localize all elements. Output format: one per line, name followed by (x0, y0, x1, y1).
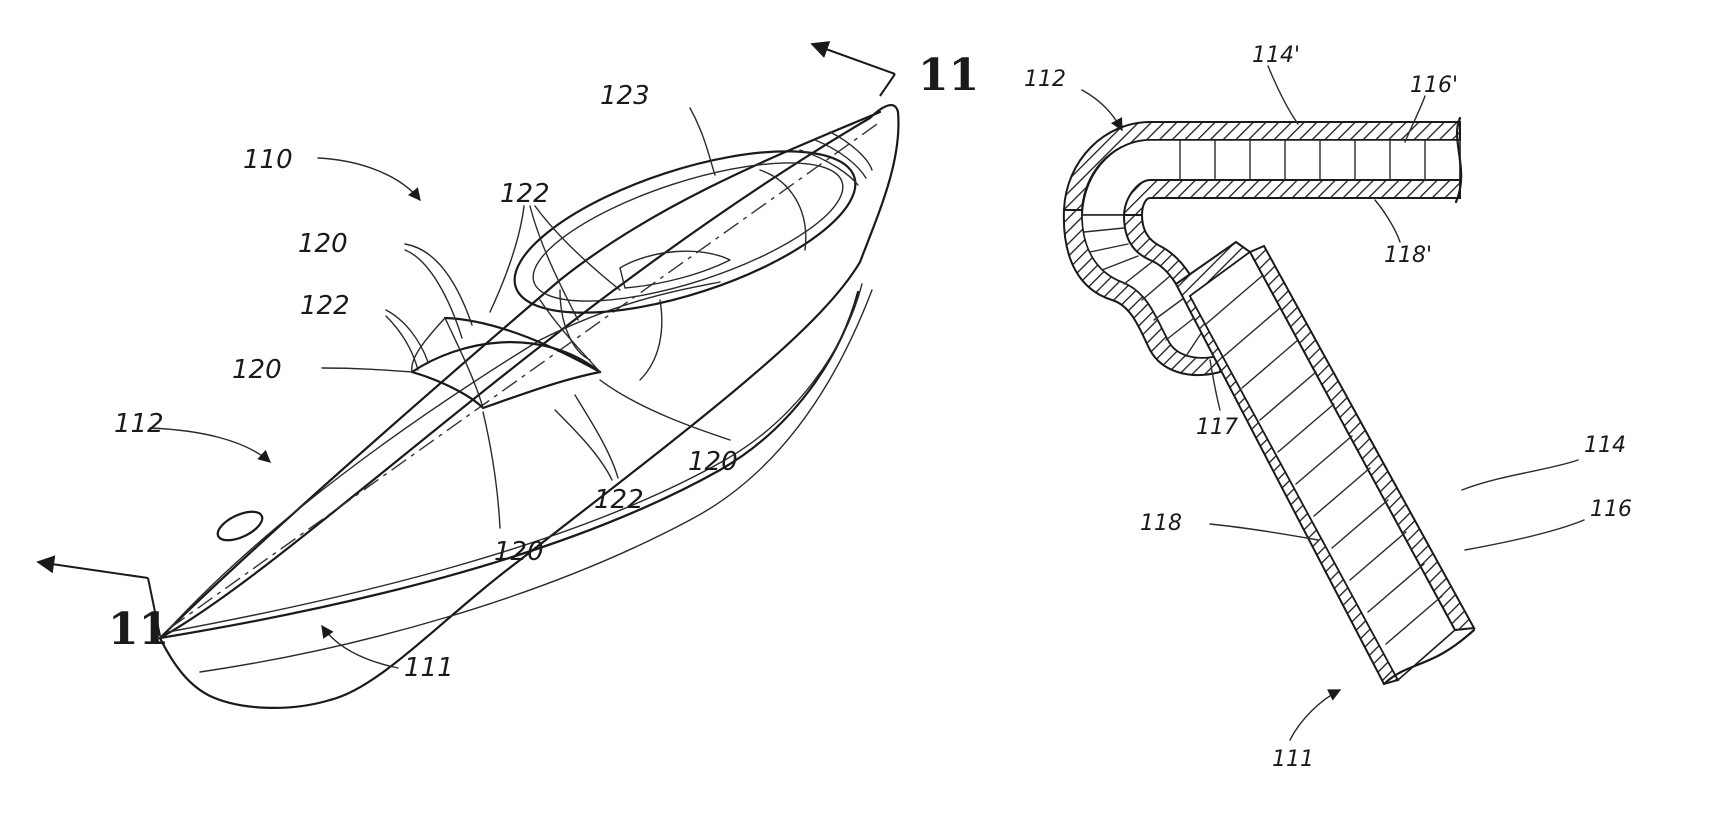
deck-inner-skin (1124, 180, 1460, 215)
ref-sec-116p: 116' (1410, 73, 1458, 98)
leader-122-top (490, 206, 620, 320)
section-arrow-bottom (38, 562, 148, 578)
cockpit-coaming-inner (518, 134, 857, 329)
leader-sec-116 (1465, 520, 1584, 550)
leader-sec-114p (1268, 66, 1298, 124)
ref-120-lower: 120 (494, 537, 544, 567)
leader-120-lower (483, 412, 500, 528)
leader-sec-118p (1375, 200, 1400, 242)
leader-120-upper (405, 244, 472, 338)
ref-112: 112 (114, 409, 164, 439)
ref-sec-116: 116 (1590, 497, 1632, 522)
ref-122-top: 122 (500, 179, 550, 209)
section-line-top (880, 74, 895, 96)
leader-sec-114 (1462, 460, 1578, 490)
ref-110: 110 (243, 145, 293, 175)
section-label-top: 11 (918, 50, 979, 101)
ref-111: 111 (404, 653, 454, 683)
bow-hatch (214, 506, 267, 546)
hull-core (1190, 252, 1455, 680)
ref-sec-117: 117 (1196, 415, 1238, 440)
leader-sec-111 (1290, 690, 1340, 740)
ref-sec-111: 111 (1272, 747, 1314, 772)
cockpit-seat (620, 251, 730, 288)
section-label-bottom: 11 (108, 604, 169, 655)
ref-123: 123 (600, 81, 650, 111)
cross-section-drawing: 112 114' 116' 118' 117 114 116 118 111 (1024, 43, 1632, 772)
leader-110 (318, 158, 420, 200)
ref-sec-118p: 118' (1384, 243, 1432, 268)
leader-sec-112 (1082, 90, 1122, 130)
ref-120-right: 120 (688, 447, 738, 477)
cockpit-coaming-outer (497, 118, 874, 346)
ref-122-lower: 122 (594, 485, 644, 515)
ref-sec-114p: 114' (1252, 43, 1300, 68)
ref-120-upper: 120 (298, 229, 348, 259)
ref-122-mid: 122 (300, 291, 350, 321)
reinforcement-rib-2 (445, 318, 600, 372)
leader-120-left (322, 368, 412, 372)
leader-122-mid (386, 310, 428, 370)
kayak-chine-line (200, 290, 872, 672)
cockpit-wall (560, 290, 662, 380)
ref-sec-112: 112 (1024, 67, 1066, 92)
kayak-drawing: 11 11 110 123 122 120 122 120 112 120 12… (38, 44, 979, 708)
section-arrow-top (812, 44, 895, 74)
kayak-sheer-line-inner (168, 284, 862, 632)
ref-sec-118: 118 (1140, 511, 1182, 536)
ref-120-left: 120 (232, 355, 282, 385)
leader-112 (150, 428, 270, 462)
kayak-sheer-line (160, 292, 858, 638)
leader-122-lower (555, 395, 618, 480)
ref-sec-114: 114 (1584, 433, 1626, 458)
